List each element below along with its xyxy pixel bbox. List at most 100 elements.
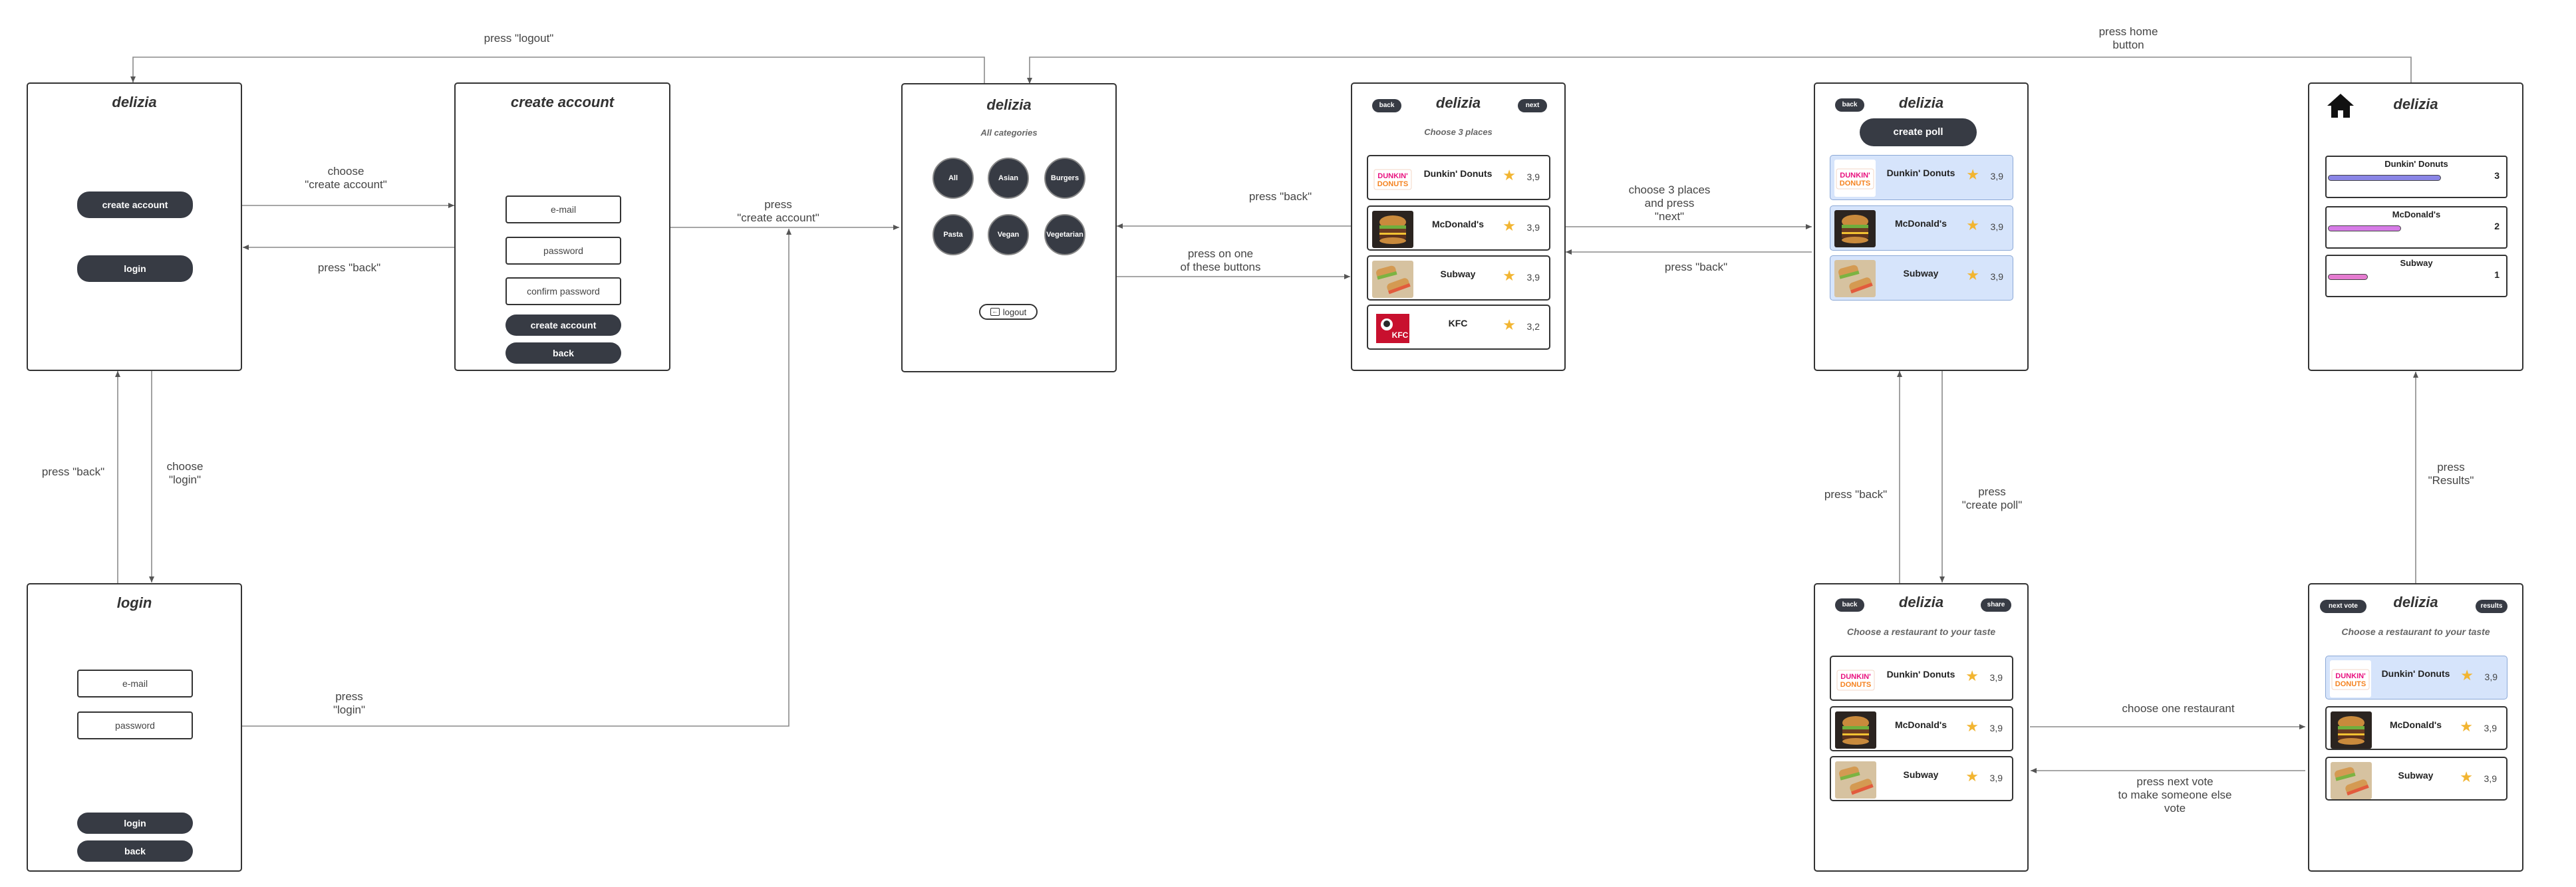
label-results: press "Results" bbox=[2408, 461, 2494, 487]
vote-share-screen: back delizia share Choose a restaurant t… bbox=[1814, 583, 2029, 872]
app-title: delizia bbox=[2393, 594, 2438, 610]
svg-text:DONUTS: DONUTS bbox=[2335, 680, 2366, 688]
label-choose-create: choose "create account" bbox=[286, 165, 406, 191]
restaurant-card[interactable]: McDonald's ★ 3,9 bbox=[1830, 706, 2013, 751]
restaurant-rating: 3,9 bbox=[1990, 271, 2003, 282]
app-title: delizia bbox=[112, 94, 157, 110]
restaurant-card[interactable]: Subway ★ 3,9 bbox=[2325, 757, 2507, 801]
vote-bar bbox=[2328, 274, 2368, 280]
burger-image bbox=[1372, 211, 1413, 248]
restaurant-name: Subway bbox=[1903, 769, 1939, 780]
restaurant-name: Dunkin' Donuts bbox=[2381, 668, 2450, 679]
category-burgers[interactable]: Burgers bbox=[1044, 158, 1085, 199]
restaurant-name: Dunkin' Donuts bbox=[1886, 168, 1955, 178]
label-press-create-line2: "create account" bbox=[737, 211, 819, 224]
back-button[interactable]: back bbox=[1372, 99, 1401, 112]
create-account-button[interactable]: create account bbox=[505, 315, 621, 336]
restaurant-rating: 3,2 bbox=[1526, 321, 1540, 332]
label-back-cat: press "back" bbox=[1248, 190, 1312, 203]
restaurant-card[interactable]: DUNKIN'DONUTS Dunkin' Donuts ★ 3,9 bbox=[1830, 656, 2013, 701]
result-row: McDonald's 2 bbox=[2325, 206, 2507, 249]
label-home-line1: press home bbox=[2098, 25, 2158, 38]
back-button[interactable]: back bbox=[505, 342, 621, 364]
next-button[interactable]: next bbox=[1518, 99, 1547, 112]
label-home-line2: button bbox=[2112, 39, 2144, 51]
restaurant-card[interactable]: KFC KFC ★ 3,2 bbox=[1367, 305, 1550, 350]
create-poll-button[interactable]: create poll bbox=[1860, 118, 1977, 146]
login-button[interactable]: login bbox=[77, 255, 193, 282]
label-choose3-line3: "next" bbox=[1654, 210, 1685, 223]
arrow-home bbox=[1027, 57, 2412, 84]
result-name: McDonald's bbox=[2392, 209, 2441, 219]
app-title: delizia bbox=[1898, 94, 1944, 111]
burger-image bbox=[1835, 711, 1876, 749]
selected-restaurant-card[interactable]: McDonald's ★ 3,9 bbox=[1830, 205, 2013, 251]
vote-subtitle: Choose a restaurant to your taste bbox=[1846, 626, 1996, 637]
vote-count: 3 bbox=[2494, 170, 2500, 181]
label-create-poll-line1: press bbox=[1978, 485, 2006, 498]
create-account-button[interactable]: create account bbox=[77, 191, 193, 218]
label-press-one-line1: press on one bbox=[1187, 247, 1254, 260]
password-field[interactable]: password bbox=[77, 711, 193, 739]
star-icon: ★ bbox=[1966, 166, 1979, 183]
star-icon: ★ bbox=[2460, 769, 2473, 785]
dunkin-logo: DUNKIN'DONUTS bbox=[1834, 160, 1876, 197]
app-title: delizia bbox=[1898, 594, 1944, 610]
page-title: create account bbox=[510, 94, 615, 110]
restaurant-rating: 3,9 bbox=[1526, 172, 1540, 182]
restaurant-name: McDonald's bbox=[1894, 719, 1947, 730]
restaurant-card[interactable]: Subway ★ 3,9 bbox=[1367, 255, 1550, 301]
app-title: delizia bbox=[986, 96, 1032, 113]
restaurant-card[interactable]: McDonald's ★ 3,9 bbox=[2325, 706, 2507, 750]
back-button[interactable]: back bbox=[1835, 98, 1864, 112]
category-asian[interactable]: Asian bbox=[988, 158, 1029, 199]
label-next-vote-line3: vote bbox=[2164, 802, 2186, 815]
restaurant-rating: 3,9 bbox=[1989, 672, 2003, 683]
dunkin-logo: DUNKIN'DONUTS bbox=[2330, 660, 2371, 697]
email-field[interactable]: e-mail bbox=[77, 670, 193, 697]
results-button[interactable]: results bbox=[2476, 600, 2507, 613]
restaurant-rating: 3,9 bbox=[2484, 723, 2497, 733]
confirm-password-field[interactable]: confirm password bbox=[505, 277, 621, 305]
categories-screen: delizia All categories All Asian Burgers… bbox=[901, 83, 1117, 372]
restaurant-name: Subway bbox=[1903, 268, 1939, 279]
result-name: Dunkin' Donuts bbox=[2384, 159, 2448, 169]
email-field[interactable]: e-mail bbox=[505, 195, 621, 223]
restaurant-rating: 3,9 bbox=[1990, 171, 2003, 182]
login-button[interactable]: login bbox=[77, 813, 193, 834]
back-button[interactable]: back bbox=[77, 840, 193, 862]
result-row: Dunkin' Donuts 3 bbox=[2325, 156, 2507, 198]
label-press-create-line1: press bbox=[764, 198, 792, 211]
restaurant-name: McDonald's bbox=[1431, 219, 1484, 229]
category-vegan[interactable]: Vegan bbox=[988, 214, 1029, 255]
category-vegetarian[interactable]: Vegetarian bbox=[1044, 214, 1085, 255]
label-press-one: press on one of these buttons bbox=[1161, 247, 1280, 274]
selected-restaurant-card[interactable]: DUNKIN'DONUTS Dunkin' Donuts ★ 3,9 bbox=[1830, 155, 2013, 200]
restaurant-card[interactable]: DUNKIN'DONUTS Dunkin' Donuts ★ 3,9 bbox=[1367, 155, 1550, 200]
back-button[interactable]: back bbox=[1835, 598, 1864, 612]
password-field[interactable]: password bbox=[505, 237, 621, 265]
label-press-login-line1: press bbox=[335, 690, 363, 703]
restaurant-rating: 3,9 bbox=[1990, 221, 2003, 232]
choose-places-screen: back delizia next Choose 3 places DUNKIN… bbox=[1351, 82, 1566, 371]
vote-result-screen: next vote delizia results Choose a resta… bbox=[2308, 583, 2523, 872]
categories-subtitle: All categories bbox=[980, 128, 1038, 138]
home-icon[interactable] bbox=[2325, 92, 2356, 120]
svg-text:DUNKIN': DUNKIN' bbox=[1840, 172, 1870, 180]
svg-text:DUNKIN': DUNKIN' bbox=[1377, 172, 1408, 180]
restaurant-card[interactable]: McDonald's ★ 3,9 bbox=[1367, 205, 1550, 251]
selected-restaurant-card[interactable]: Subway ★ 3,9 bbox=[1830, 255, 2013, 301]
vote-bar bbox=[2328, 225, 2401, 231]
next-vote-button[interactable]: next vote bbox=[2320, 600, 2366, 613]
restaurant-name: Dunkin' Donuts bbox=[1886, 669, 1955, 680]
restaurant-rating: 3,9 bbox=[1989, 773, 2003, 783]
selected-restaurant-card[interactable]: DUNKIN'DONUTS Dunkin' Donuts ★ 3,9 bbox=[2325, 656, 2507, 699]
category-all[interactable]: All bbox=[932, 158, 974, 199]
logout-button[interactable]: ← logout bbox=[979, 304, 1038, 320]
share-button[interactable]: share bbox=[1981, 598, 2011, 612]
restaurant-card[interactable]: Subway ★ 3,9 bbox=[1830, 756, 2013, 801]
star-icon: ★ bbox=[1966, 267, 1979, 283]
category-pasta[interactable]: Pasta bbox=[932, 214, 974, 255]
label-back-poll: press "back" bbox=[1664, 261, 1728, 273]
label-choose-login-line2: "login" bbox=[169, 473, 201, 486]
